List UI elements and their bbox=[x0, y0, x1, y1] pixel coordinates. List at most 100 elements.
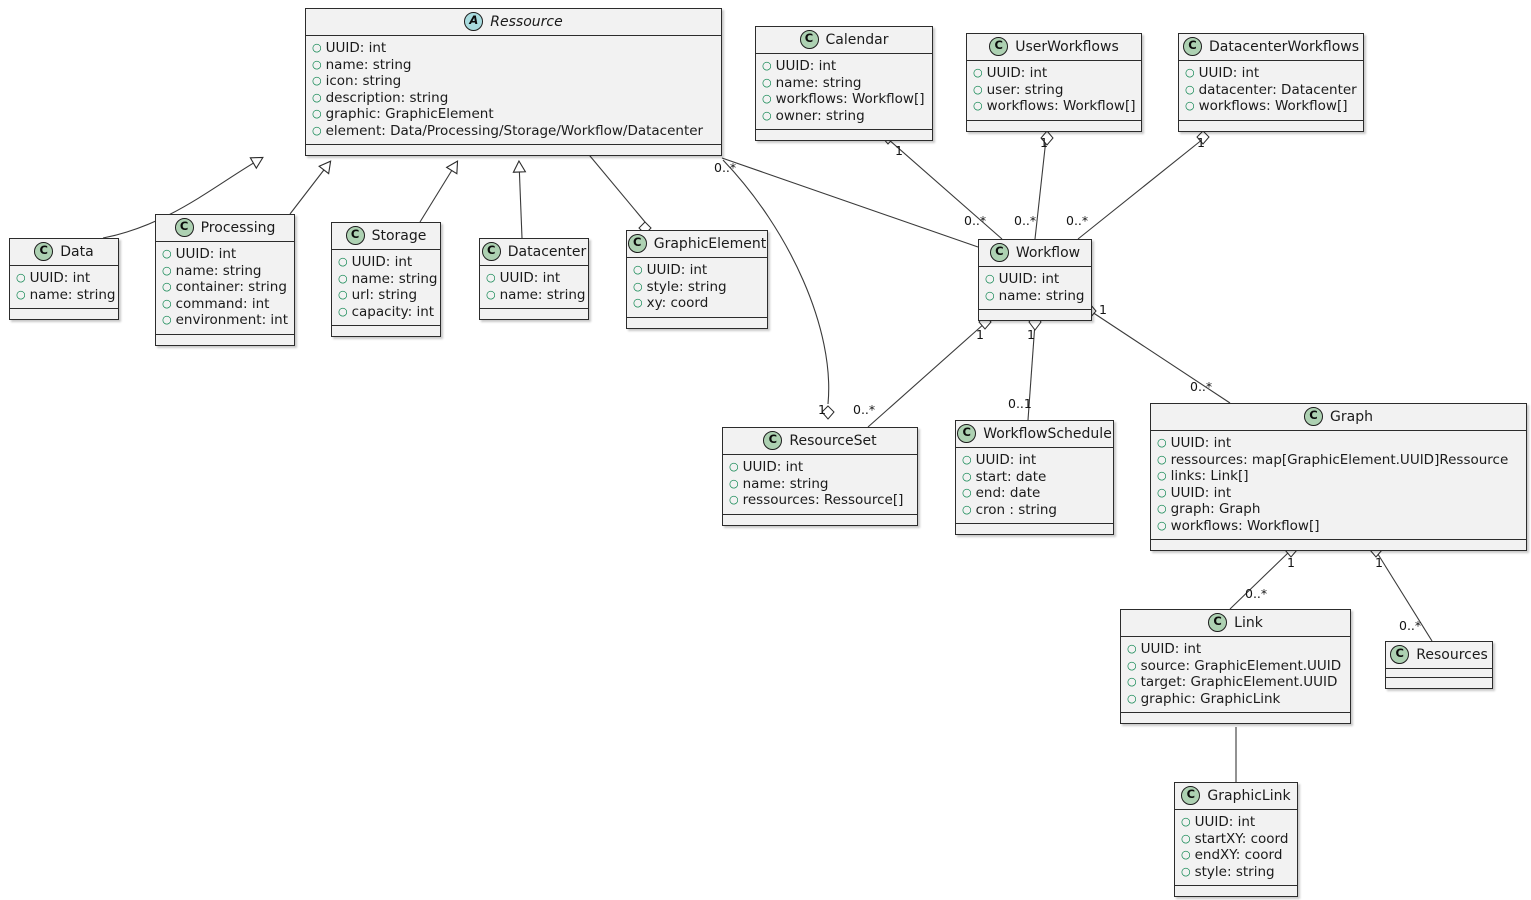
multiplicity-m-workflow-schedule-1: 1 bbox=[1027, 327, 1035, 342]
attribute-row: ○UUID: int bbox=[16, 270, 110, 287]
class-attributes-ressource: ○UUID: int○name: string○icon: string○des… bbox=[306, 36, 721, 145]
visibility-public-icon: ○ bbox=[985, 272, 995, 285]
multiplicity-m-schedule-01: 0..1 bbox=[1008, 396, 1032, 411]
class-icon: C bbox=[1182, 37, 1202, 56]
attribute-label: icon: string bbox=[325, 73, 402, 89]
class-name-ressource: Ressource bbox=[490, 13, 563, 30]
class-attributes-userworkflows: ○UUID: int○user: string○workflows: Workf… bbox=[967, 61, 1141, 121]
class-name-data: Data bbox=[60, 243, 94, 260]
attribute-label: name: string bbox=[351, 270, 438, 287]
class-header-resources: C Resources bbox=[1386, 642, 1492, 669]
visibility-public-icon: ○ bbox=[312, 41, 322, 54]
visibility-public-icon: ○ bbox=[762, 75, 772, 89]
attribute-label: name: string bbox=[775, 74, 862, 91]
attribute-row: ○UUID: int bbox=[985, 271, 1083, 288]
attribute-row: ○UUID: int bbox=[312, 40, 713, 57]
edge-datacenter-ressource bbox=[512, 159, 527, 239]
attribute-row: ○user: string bbox=[973, 82, 1133, 99]
attribute-label: UUID: int bbox=[986, 65, 1048, 81]
attribute-row: ○icon: string bbox=[312, 73, 713, 90]
edge-datacenterworkflows-workflow bbox=[1077, 138, 1204, 240]
class-name-resources: Resources bbox=[1416, 646, 1488, 663]
attribute-label: UUID: int bbox=[1198, 65, 1260, 81]
class-methods-workflow bbox=[979, 310, 1091, 320]
multiplicity-m-ressource-corner: 0..* bbox=[714, 160, 737, 175]
attribute-row: ○UUID: int bbox=[1157, 485, 1518, 502]
class-methods-graph bbox=[1151, 540, 1526, 550]
multiplicity-m-graph-link-1: 1 bbox=[1287, 555, 1295, 570]
class-box-resources[interactable]: C Resources bbox=[1385, 641, 1493, 689]
multiplicity-m-link-0n: 0..* bbox=[1245, 586, 1268, 601]
attribute-label: user: string bbox=[986, 81, 1064, 98]
edge-processing-ressource bbox=[289, 160, 332, 215]
attribute-label: url: string bbox=[351, 287, 418, 303]
visibility-public-icon: ○ bbox=[962, 486, 972, 499]
attribute-label: name: string bbox=[499, 286, 586, 303]
attribute-row: ○source: GraphicElement.UUID bbox=[1127, 658, 1342, 675]
visibility-public-icon: ○ bbox=[1157, 469, 1167, 482]
edge-workflow-resourceset bbox=[867, 322, 986, 428]
class-icon: C bbox=[1390, 645, 1410, 664]
visibility-public-icon: ○ bbox=[762, 108, 772, 122]
class-methods-processing bbox=[156, 334, 294, 345]
attribute-row: ○workflows: Workflow[] bbox=[1157, 518, 1518, 535]
attribute-row: ○owner: string bbox=[762, 108, 924, 125]
class-attributes-data: ○UUID: int○name: string bbox=[10, 266, 118, 309]
visibility-public-icon: ○ bbox=[762, 92, 772, 105]
multiplicity-m-ressource-resourceset-1: 1 bbox=[818, 402, 826, 417]
attribute-row: ○target: GraphicElement.UUID bbox=[1127, 674, 1342, 691]
attribute-label: container: string bbox=[175, 279, 287, 295]
attribute-row: ○links: Link[] bbox=[1157, 468, 1518, 485]
class-methods-calendar bbox=[756, 130, 932, 140]
attribute-label: style: string bbox=[1194, 863, 1275, 880]
attribute-row: ○graphic: GraphicElement bbox=[312, 106, 713, 123]
attribute-label: UUID: int bbox=[975, 452, 1037, 468]
attribute-row: ○startXY: coord bbox=[1181, 831, 1289, 848]
multiplicity-m-resources-0n: 0..* bbox=[1399, 618, 1422, 633]
attribute-label: capacity: int bbox=[351, 303, 435, 320]
attribute-row: ○datacenter: Datacenter bbox=[1185, 81, 1357, 99]
attribute-label: start: date bbox=[975, 468, 1047, 485]
attribute-row: ○xy: coord bbox=[633, 295, 759, 312]
attribute-row: ○UUID: int bbox=[729, 459, 909, 476]
multiplicity-m-datacenterworkflows-workflow: 0..* bbox=[1066, 213, 1089, 228]
edge-userworkflows-workflow bbox=[1034, 138, 1047, 240]
visibility-public-icon: ○ bbox=[985, 288, 995, 302]
attribute-label: owner: string bbox=[775, 107, 865, 124]
visibility-public-icon: ○ bbox=[162, 296, 172, 310]
attribute-label: UUID: int bbox=[998, 271, 1060, 287]
attribute-label: startXY: coord bbox=[1194, 830, 1289, 847]
attribute-label: style: string bbox=[646, 278, 727, 295]
attribute-label: datacenter: Datacenter bbox=[1198, 81, 1357, 98]
multiplicity-m-datacenterworkflows-1: 1 bbox=[1197, 135, 1205, 150]
visibility-public-icon: ○ bbox=[1185, 82, 1195, 96]
class-icon: C bbox=[627, 234, 647, 253]
visibility-public-icon: ○ bbox=[973, 99, 983, 112]
multiplicity-m-userworkflows-workflow: 0..* bbox=[1014, 213, 1037, 228]
attribute-label: element: Data/Processing/Storage/Workflo… bbox=[325, 122, 704, 139]
attribute-row: ○end: date bbox=[962, 485, 1105, 502]
visibility-public-icon: ○ bbox=[633, 296, 643, 309]
attribute-label: UUID: int bbox=[1194, 814, 1256, 830]
class-attributes-link: ○UUID: int○source: GraphicElement.UUID○t… bbox=[1121, 637, 1350, 713]
class-icon: C bbox=[989, 37, 1009, 56]
class-name-workflow: Workflow bbox=[1015, 244, 1081, 261]
